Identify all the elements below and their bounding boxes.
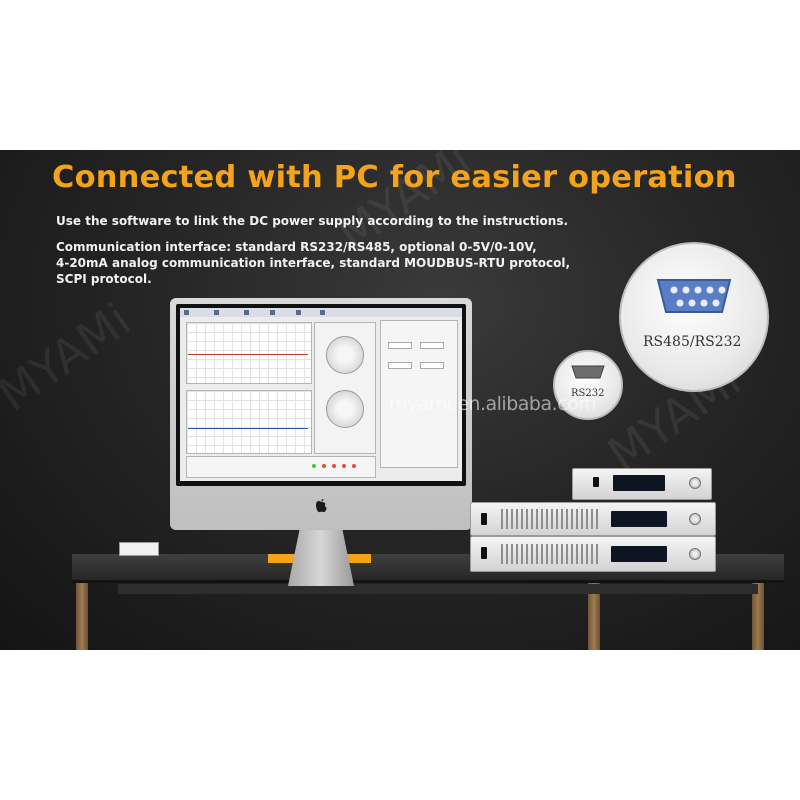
description-line-3: 4-20mA analog communication interface, s… (56, 256, 571, 270)
sw-icon-6 (320, 310, 325, 315)
psu-middle-knob (689, 513, 701, 525)
desk-leg-right (752, 580, 764, 650)
apple-logo-icon (316, 499, 327, 513)
sw-status-bar (186, 456, 376, 478)
psu-middle-switch (481, 513, 487, 525)
product-banner: MYAMi MYAMi MYAMi Connected with PC for … (0, 150, 800, 650)
desk-apron (118, 584, 758, 594)
sw-chart-current (186, 390, 312, 454)
psu-top-switch (593, 477, 599, 487)
psu-bottom-vents (501, 544, 601, 564)
desk-card (119, 542, 159, 556)
db9-connector-small-icon (571, 365, 605, 379)
software-screen (180, 308, 462, 481)
psu-middle-vents (501, 509, 601, 529)
sw-chart-voltage (186, 322, 312, 384)
sw-chart-current-line (188, 428, 308, 429)
sw-field-3 (388, 362, 412, 369)
psu-top-knob (689, 477, 701, 489)
description-line-1: Use the software to link the DC power su… (56, 214, 569, 228)
psu-top-display (613, 475, 665, 491)
sw-field-1 (388, 342, 412, 349)
sw-chart-voltage-line (188, 354, 308, 355)
sw-icon-3 (244, 310, 249, 315)
rs485-rs232-callout: RS485/RS232 (619, 242, 769, 392)
power-supply-bottom (470, 536, 716, 572)
watermark-brand-left: MYAMi (0, 292, 141, 422)
desk-leg-mid (588, 580, 600, 650)
port-label-rs232: RS232 (571, 388, 605, 399)
description-line-4: SCPI protocol. (56, 272, 152, 286)
sw-icon-4 (270, 310, 275, 315)
sw-voltage-knob (326, 336, 364, 374)
sw-current-knob (326, 390, 364, 428)
psu-bottom-knob (689, 548, 701, 560)
psu-middle-display (611, 511, 667, 527)
watermark-url: myami.en.alibaba.com (389, 393, 597, 415)
rs232-callout: RS232 (553, 350, 623, 420)
monitor-stand (288, 528, 354, 586)
sw-icon-5 (296, 310, 301, 315)
monitor (170, 298, 472, 530)
sw-icon-2 (214, 310, 219, 315)
sw-field-4 (420, 362, 444, 369)
sw-led-5 (352, 464, 356, 468)
port-label-rs485: RS485/RS232 (643, 334, 742, 350)
psu-bottom-display (611, 546, 667, 562)
power-supply-middle (470, 502, 716, 536)
sw-icon-1 (184, 310, 189, 315)
headline: Connected with PC for easier operation (52, 160, 737, 195)
sw-led-2 (322, 464, 326, 468)
psu-bottom-switch (481, 547, 487, 559)
sw-led-3 (332, 464, 336, 468)
description-line-2: Communication interface: standard RS232/… (56, 240, 537, 254)
desk-leg-left (76, 580, 88, 650)
sw-led-1 (312, 464, 316, 468)
sw-led-4 (342, 464, 346, 468)
sw-field-2 (420, 342, 444, 349)
db9-connector-icon (656, 279, 732, 313)
power-supply-top (572, 468, 712, 500)
